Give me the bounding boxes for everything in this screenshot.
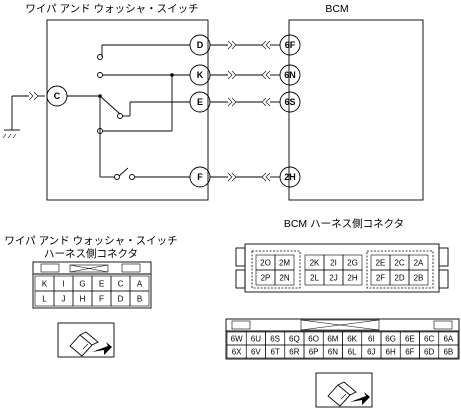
connector-mark-c (28, 91, 39, 101)
bcm-upper-right-pin-label: 2C (394, 259, 404, 268)
bcm-terminal-2h (279, 166, 301, 188)
switch-connector-pin-label: I (62, 280, 64, 289)
bcm-lower-pin-label: 6L (348, 348, 357, 357)
bcm-upper-left-pin-label: 2M (279, 259, 290, 268)
bcm-upper-right-cell (408, 269, 429, 286)
bcm-upper-left-cell (274, 269, 295, 286)
bcm-terminal-6s-label: 6S (284, 97, 295, 107)
bcm-lower-pin-label: 6K (347, 335, 357, 344)
washer-switch-lever (118, 167, 129, 177)
contact-d (97, 54, 103, 60)
terminal-c-label: C (54, 91, 61, 101)
switch-connector-pin-label: H (80, 295, 86, 304)
bcm-lower-pin-label: 6S (270, 335, 280, 344)
contact-lever (117, 113, 123, 119)
switch-connector-pin-label: J (62, 295, 66, 304)
bcm-upper-center-pin-label: 2I (330, 259, 337, 268)
switch-connector-pin-label: B (137, 295, 142, 304)
bcm-lower-pin-label: 6J (367, 348, 375, 357)
ground-symbol (2, 96, 20, 139)
bcm-lower-pin-label: 6F (405, 348, 414, 357)
bcm-lower-pin-label: 6X (232, 348, 242, 357)
switch-connector-cell (129, 290, 150, 307)
switch-connector-pin-label: A (137, 280, 143, 289)
bcm-upper-right-pin-label: 2D (394, 274, 404, 283)
bcm-upper-connector: 2O 2M 2P 2N 2K 2I 2G 2L 2J 2H 2E 2C 2A 2F 2D 2B (235, 243, 449, 293)
bcm-lower-cell (438, 344, 459, 359)
bcm-terminal-2h-label: 2H (284, 172, 296, 182)
bcm-upper-right-pin-label: 2B (414, 274, 424, 283)
wire-k-6n (210, 70, 280, 80)
wire-d-6f (210, 40, 280, 50)
bcm-lower-pin-label: 6C (424, 335, 434, 344)
contact-k (97, 72, 103, 78)
bcm-lower-pin-label: 6T (270, 348, 279, 357)
bcm-upper-center-pin-label: 2K (310, 259, 320, 268)
switch-connector-pin-label: E (99, 280, 104, 289)
bcm-lower-pin-label: 6B (443, 348, 453, 357)
bcm-lower-pin-label: 6O (308, 335, 319, 344)
bcm-lower-pin-label: 6W (231, 335, 243, 344)
bcm-lower-pin-label: 6I (368, 335, 375, 344)
bcm-lower-pin-label: 6N (328, 348, 338, 357)
probe-icon-bcm (315, 372, 373, 408)
bcm-lower-pin-label: 6H (386, 348, 396, 357)
terminal-f-label: F (197, 172, 203, 182)
bcm-upper-center-pin-label: 2J (329, 274, 337, 283)
bcm-terminal-6f (279, 34, 301, 56)
bcm-lower-pin-label: 6G (385, 335, 396, 344)
probe-icon (57, 322, 115, 358)
switch-title: ワイパ アンド ウォッシャ・スイッチ (25, 3, 198, 15)
bcm-lower-pin-label: 6V (251, 348, 261, 357)
washer-contact-1 (114, 174, 120, 180)
bcm-upper-left-pin-label: 2P (261, 274, 271, 283)
bcm-lower-pin-label: 6A (443, 335, 453, 344)
bcm-lower-pin-label: 6U (251, 335, 261, 344)
switch-lever (99, 95, 121, 115)
bcm-upper-left-pin-label: 2N (279, 274, 289, 283)
bcm-upper-center-pin-label: 2H (347, 274, 357, 283)
wire-f-2h (210, 172, 280, 182)
bcm-upper-left-pin-label: 2O (260, 259, 271, 268)
wire-e-6s (210, 97, 280, 107)
bcm-lower-pin-label: 6E (405, 335, 415, 344)
switch-connector-pin-label: G (79, 280, 85, 289)
switch-connector-pin-label: D (118, 295, 124, 304)
bcm-upper-center-pin-label: 2G (347, 259, 358, 268)
bcm-lower-connector: 6W 6U 6S 6Q 6O 6M 6K 6I 6G 6E 6C 6A 6X 6V 6T 6R 6P 6N 6L 6J… (225, 318, 460, 360)
switch-connector-pin-label: L (42, 295, 47, 304)
bcm-lower-pin-label: 6Q (289, 335, 300, 344)
bcm-lower-pin-label: 6M (327, 335, 338, 344)
bcm-lower-pin-label: 6P (309, 348, 319, 357)
switch-connector-face: K I G E C A L J H F D B (32, 261, 152, 309)
contact-lo (97, 128, 103, 134)
washer-contact-2 (129, 174, 135, 180)
bcm-box (288, 19, 424, 201)
bcm-upper-center-pin-label: 2L (310, 274, 319, 283)
bcm-upper-right-pin-label: 2F (376, 274, 385, 283)
bcm-upper-right-pin-label: 2E (376, 259, 386, 268)
bcm-terminal-6s (279, 91, 301, 113)
terminal-k-label: K (197, 70, 204, 80)
bcm-title: BCM (325, 3, 348, 15)
bcm-terminal-6n (279, 64, 301, 86)
bcm-lower-pin-label: 6R (289, 348, 299, 357)
switch-connector-title-2: ハーネス側コネクタ (44, 247, 138, 260)
bcm-lower-pin-label: 6D (424, 348, 434, 357)
switch-connector-pin-label: C (118, 280, 124, 289)
bcm-upper-center-cell (342, 269, 363, 286)
switch-connector-pin-label: F (99, 295, 104, 304)
terminal-d-label: D (197, 40, 204, 50)
terminal-e-label: E (197, 97, 203, 107)
bcm-terminal-6f-label: 6F (285, 40, 296, 50)
bcm-upper-right-pin-label: 2A (414, 259, 424, 268)
switch-connector-pin-label: K (42, 280, 48, 289)
bcm-connector-title: BCM ハーネス側コネクタ (284, 217, 404, 230)
switch-box (46, 19, 209, 201)
bcm-terminal-6n-label: 6N (284, 70, 296, 80)
switch-connector-title-1: ワイパ アンド ウォッシャ・スイッチ (4, 235, 177, 247)
